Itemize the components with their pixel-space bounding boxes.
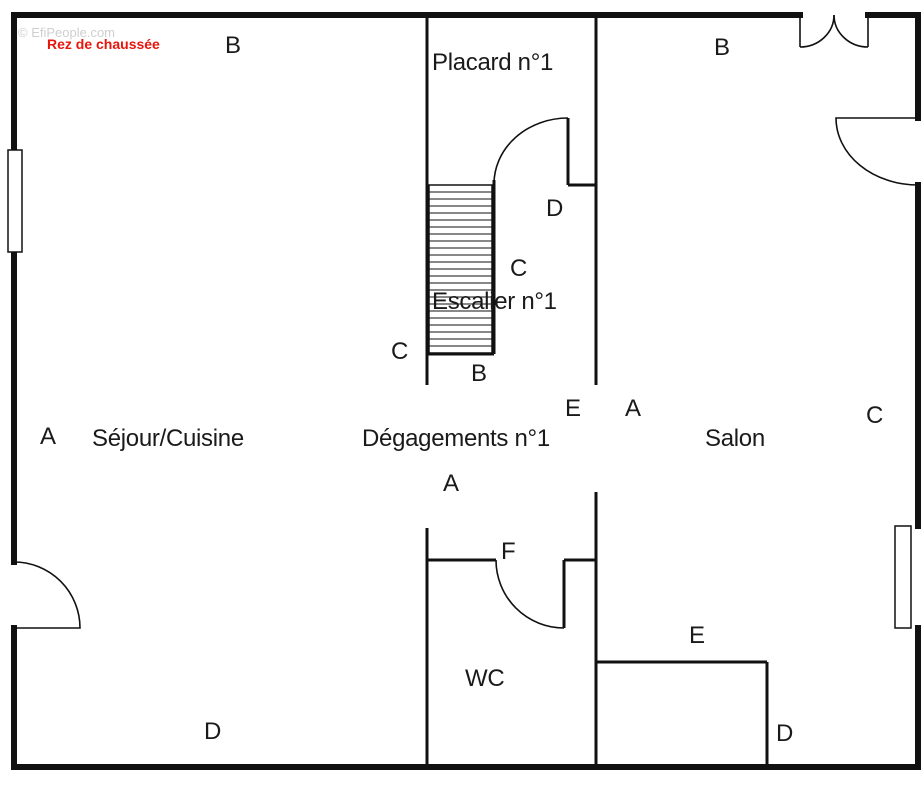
window-right [894, 525, 912, 629]
wall-letter: E [689, 622, 706, 649]
watermark: © EfiPeople.com [18, 25, 116, 40]
wall-letter: A [40, 423, 57, 450]
wall-letter: A [625, 395, 642, 422]
door-stair [493, 117, 569, 186]
wall-letter: E [565, 395, 582, 422]
wall-letter: B [714, 34, 731, 61]
wall-letter: C [866, 402, 884, 429]
interior-walls [425, 15, 769, 767]
wall-letter: A [443, 470, 460, 497]
room-sejour: Séjour/Cuisine [92, 425, 244, 452]
window-left [7, 149, 23, 253]
room-degagements: Dégagements n°1 [362, 425, 550, 452]
wall-letter: D [776, 720, 794, 747]
door-left [13, 561, 81, 629]
door-right [835, 117, 919, 186]
wall-letter: C [510, 255, 528, 282]
wall-letter: C [391, 338, 409, 365]
room-wc: WC [465, 665, 505, 692]
wall-letter: B [225, 32, 242, 59]
room-escalier: Escalier n°1 [432, 288, 557, 315]
room-salon: Salon [705, 425, 765, 452]
room-placard: Placard n°1 [432, 49, 554, 76]
windows [7, 149, 912, 629]
doors [13, 14, 919, 629]
double-door-top [799, 14, 869, 48]
door-wc [495, 559, 565, 629]
wall-letter: D [204, 718, 222, 745]
exterior-walls [11, 12, 921, 770]
floor-title: Rez de chaussée [47, 36, 160, 52]
wall-letter: D [546, 195, 564, 222]
wall-letter: B [471, 360, 488, 387]
stairs [428, 184, 493, 354]
wall-letter: F [501, 538, 516, 565]
